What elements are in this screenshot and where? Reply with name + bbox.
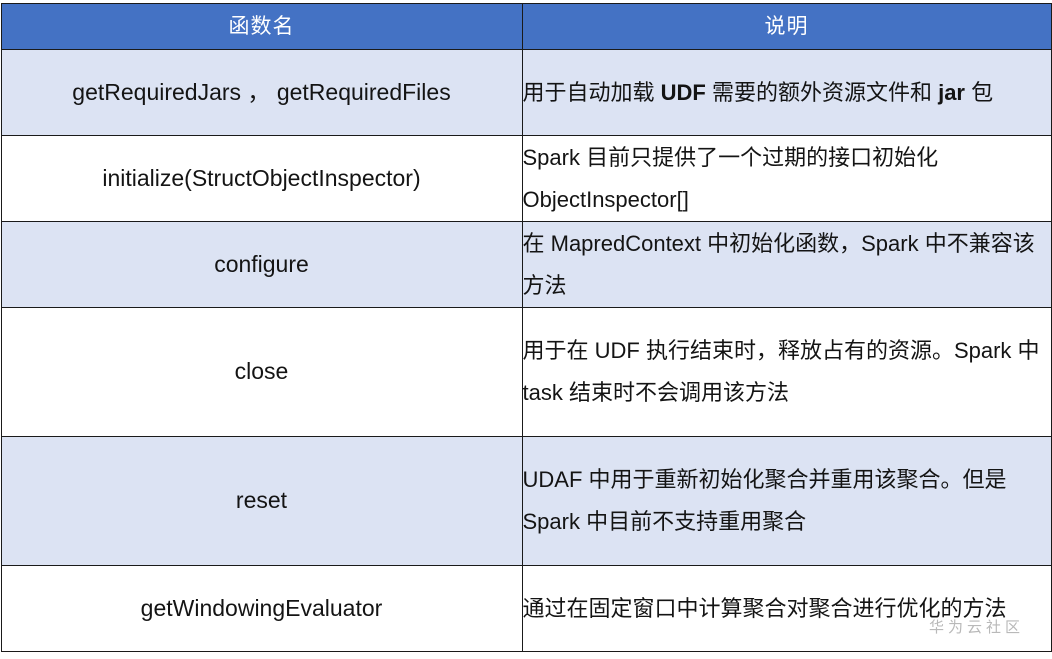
table-row: reset UDAF 中用于重新初始化聚合并重用该聚合。但是 Spark 中目前不…: [0, 436, 1052, 566]
table-body: getRequiredJars ， getRequiredFiles 用于自动加载…: [0, 49, 1052, 652]
table-row: configure 在 MapredContext 中初始化函数，Spark 中不…: [0, 221, 1052, 308]
cell-function-name: initialize(StructObjectInspector): [0, 135, 523, 222]
cell-function-name: configure: [0, 221, 523, 308]
table-row: getRequiredJars ， getRequiredFiles 用于自动加载…: [0, 49, 1052, 136]
function-name-text: reset: [235, 487, 288, 514]
column-header-function-name: 函数名: [0, 3, 523, 50]
table-header-row: 函数名 说明: [0, 3, 1052, 50]
cell-description: 用于在 UDF 执行结束时，释放占有的资源。Spark 中 task 结束时不会…: [521, 307, 1052, 437]
cell-description: 通过在固定窗口中计算聚合对聚合进行优化的方法: [521, 565, 1052, 652]
description-text: 通过在固定窗口中计算聚合对聚合进行优化的方法: [522, 595, 1007, 621]
description-text: 用于自动加载 UDF 需要的额外资源文件和 jar 包: [522, 79, 994, 105]
description-text: UDAF 中用于重新初始化聚合并重用该聚合。但是 Spark 中目前不支持重用聚…: [522, 467, 1007, 534]
function-name-text: close: [234, 358, 289, 385]
cell-function-name: getWindowingEvaluator: [0, 565, 523, 652]
column-header-function-name-label: 函数名: [228, 15, 295, 38]
function-name-text: configure: [214, 250, 309, 277]
table-row: close 用于在 UDF 执行结束时，释放占有的资源。Spark 中 task …: [0, 307, 1052, 437]
column-header-description: 说明: [521, 3, 1052, 50]
cell-description: 用于自动加载 UDF 需要的额外资源文件和 jar 包: [521, 49, 1052, 136]
cell-function-name: close: [0, 307, 523, 437]
function-name-text: getWindowingEvaluator: [140, 594, 383, 621]
description-text: 用于在 UDF 执行结束时，释放占有的资源。Spark 中 task 结束时不会…: [522, 338, 1040, 405]
column-header-description-label: 说明: [764, 15, 809, 38]
function-name-text: getRequiredJars ， getRequiredFiles: [72, 78, 451, 105]
table-header: 函数名 说明: [0, 3, 1052, 50]
udf-function-table: 函数名 说明 getRequiredJars ， getRequiredFile…: [0, 3, 1052, 652]
description-text: Spark 目前只提供了一个过期的接口初始化 ObjectInspector[]: [522, 144, 939, 212]
cell-description: 在 MapredContext 中初始化函数，Spark 中不兼容该方法: [521, 221, 1052, 308]
cell-function-name: reset: [0, 436, 523, 566]
cell-description: UDAF 中用于重新初始化聚合并重用该聚合。但是 Spark 中目前不支持重用聚…: [521, 436, 1052, 566]
description-text: 在 MapredContext 中初始化函数，Spark 中不兼容该方法: [522, 230, 1035, 298]
function-name-text: initialize(StructObjectInspector): [102, 164, 421, 191]
table-row: getWindowingEvaluator 通过在固定窗口中计算聚合对聚合进行优化…: [0, 565, 1052, 652]
cell-function-name: getRequiredJars ， getRequiredFiles: [0, 49, 523, 136]
cell-description: Spark 目前只提供了一个过期的接口初始化 ObjectInspector[]: [521, 135, 1052, 222]
table-row: initialize(StructObjectInspector) Spark 目…: [0, 135, 1052, 222]
